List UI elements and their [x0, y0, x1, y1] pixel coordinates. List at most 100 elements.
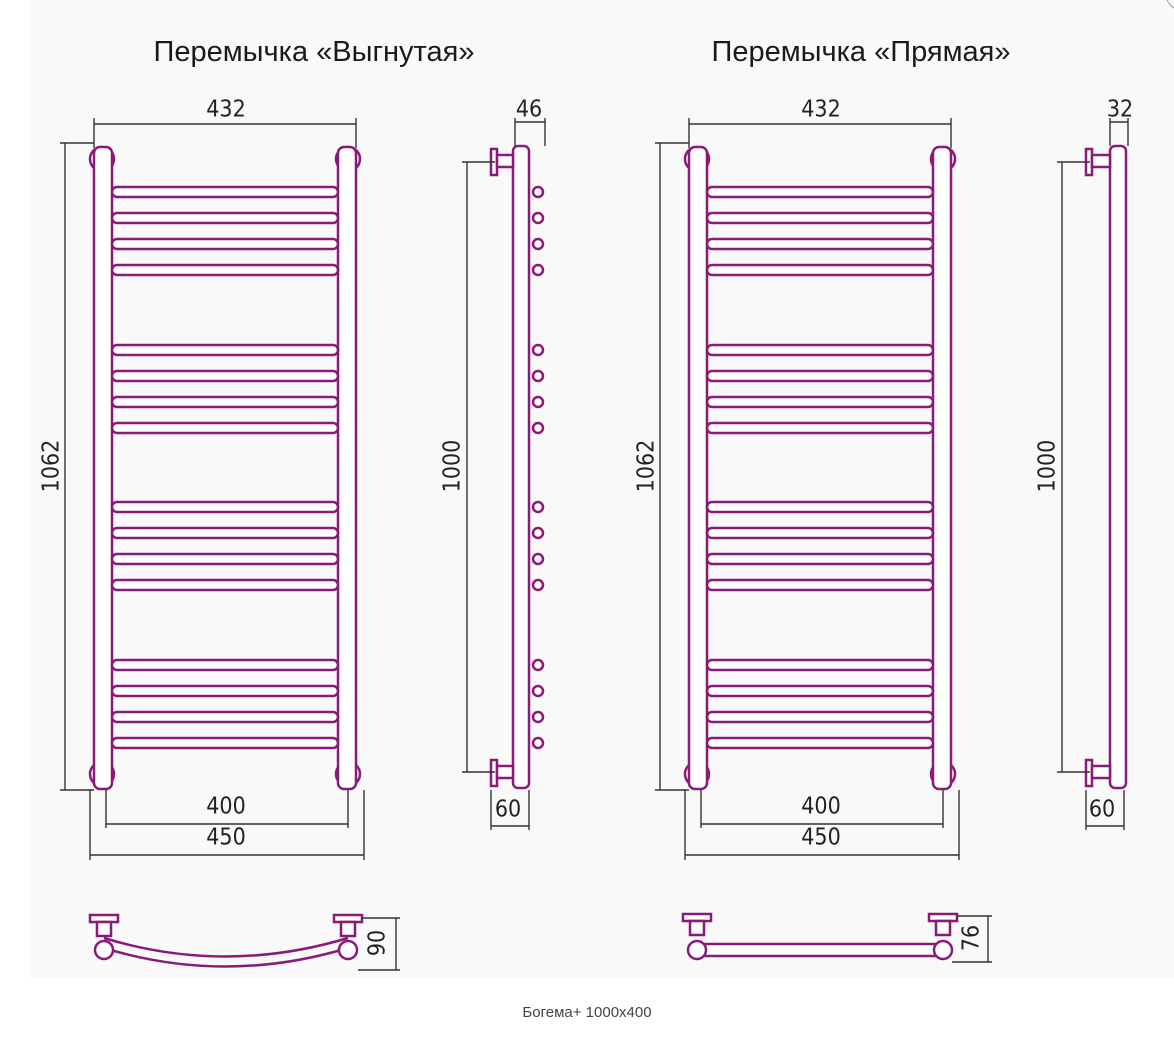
curved-jumper [103, 946, 349, 968]
left-side-top-arm [495, 153, 515, 169]
rung [110, 185, 340, 199]
rung [110, 578, 340, 592]
rung [705, 369, 935, 383]
rung-end [531, 500, 545, 514]
left-plan-pipe [93, 939, 115, 961]
straight-jumper [695, 942, 945, 958]
rung [705, 684, 935, 698]
rung [705, 710, 935, 724]
right-top-width: 432 [801, 96, 841, 123]
right-center-distance: 400 [801, 793, 841, 820]
left-plan-depth: 90 [364, 929, 391, 957]
left-side-riser [511, 144, 531, 790]
right-plan-depth: 76 [958, 924, 985, 952]
rung-end [531, 343, 545, 357]
left-side-rung-ends [531, 185, 545, 750]
rung [705, 395, 935, 409]
right-overall-width: 450 [801, 824, 841, 851]
corner-mark-icon [1166, 0, 1174, 9]
right-riser [336, 145, 358, 791]
left-riser [687, 145, 709, 791]
rung [705, 211, 935, 225]
right-plan-pipe [932, 939, 954, 961]
left-side-bottom-arm [495, 764, 515, 780]
right-plan-pipe [337, 939, 359, 961]
rung-end [531, 211, 545, 225]
right-title: Перемычка «Прямая» [711, 36, 1011, 68]
rung [110, 736, 340, 750]
rung-end [531, 369, 545, 383]
rung [110, 500, 340, 514]
rung [110, 237, 340, 251]
left-height: 1062 [38, 439, 65, 493]
right-side-height: 1000 [1034, 439, 1061, 493]
right-rungs [705, 185, 935, 750]
rung [705, 578, 935, 592]
left-side-height: 1000 [439, 439, 466, 493]
right-riser [931, 145, 953, 791]
rung-end [531, 684, 545, 698]
left-side-depth-bottom: 60 [494, 796, 522, 823]
left-plan-view [88, 913, 364, 968]
right-side-top-arm [1090, 153, 1112, 169]
rung-end [531, 237, 545, 251]
rung-end [531, 395, 545, 409]
right-side-riser [1108, 144, 1128, 790]
left-center-distance: 400 [206, 793, 246, 820]
rung [110, 526, 340, 540]
rung-end [531, 526, 545, 540]
left-overall-width: 450 [206, 824, 246, 851]
rung [110, 552, 340, 566]
rung [705, 263, 935, 277]
rung [705, 736, 935, 750]
rung [110, 369, 340, 383]
rung [705, 658, 935, 672]
left-rungs [110, 185, 340, 750]
right-side-view [1084, 144, 1128, 790]
right-side-depth-bottom: 60 [1088, 796, 1116, 823]
rung [705, 526, 935, 540]
rung [110, 658, 340, 672]
left-side-depth-top: 46 [515, 96, 543, 123]
rung [110, 263, 340, 277]
right-side-depth-top: 32 [1106, 96, 1134, 123]
left-front-view [88, 145, 362, 791]
right-plan-nut [934, 919, 952, 937]
right-plan-nut [339, 920, 357, 938]
rung [110, 211, 340, 225]
rung-end [531, 263, 545, 277]
right-side-bottom-arm [1090, 764, 1112, 780]
rung-end [531, 710, 545, 724]
rung [705, 185, 935, 199]
left-title: Перемычка «Выгнутая» [153, 36, 475, 68]
product-caption: Богема+ 1000х400 [522, 1004, 652, 1021]
left-top-width: 432 [206, 96, 246, 123]
dimension-lines [60, 118, 1129, 971]
technical-drawing [60, 118, 1129, 971]
rung [705, 343, 935, 357]
rung [705, 421, 935, 435]
right-height: 1062 [633, 439, 660, 493]
rung [110, 343, 340, 357]
curved-jumper-inner [103, 936, 349, 958]
rung [110, 395, 340, 409]
rung [110, 421, 340, 435]
drawing-panel: Перемычка «Выгнутая» Перемычка «Прямая» … [30, 0, 1174, 978]
rung [110, 710, 340, 724]
rung-end [531, 185, 545, 199]
rung [705, 552, 935, 566]
rung-end [531, 658, 545, 672]
left-side-view [489, 144, 545, 790]
left-plan-nut [688, 919, 706, 937]
left-plan-nut [95, 920, 113, 938]
rung-end [531, 736, 545, 750]
rung-end [531, 421, 545, 435]
right-front-view [683, 145, 957, 791]
rung-end [531, 552, 545, 566]
rung-end [531, 578, 545, 592]
left-riser [92, 145, 114, 791]
rung [110, 684, 340, 698]
rung [705, 500, 935, 514]
rung [705, 237, 935, 251]
right-plan-view [681, 912, 959, 961]
